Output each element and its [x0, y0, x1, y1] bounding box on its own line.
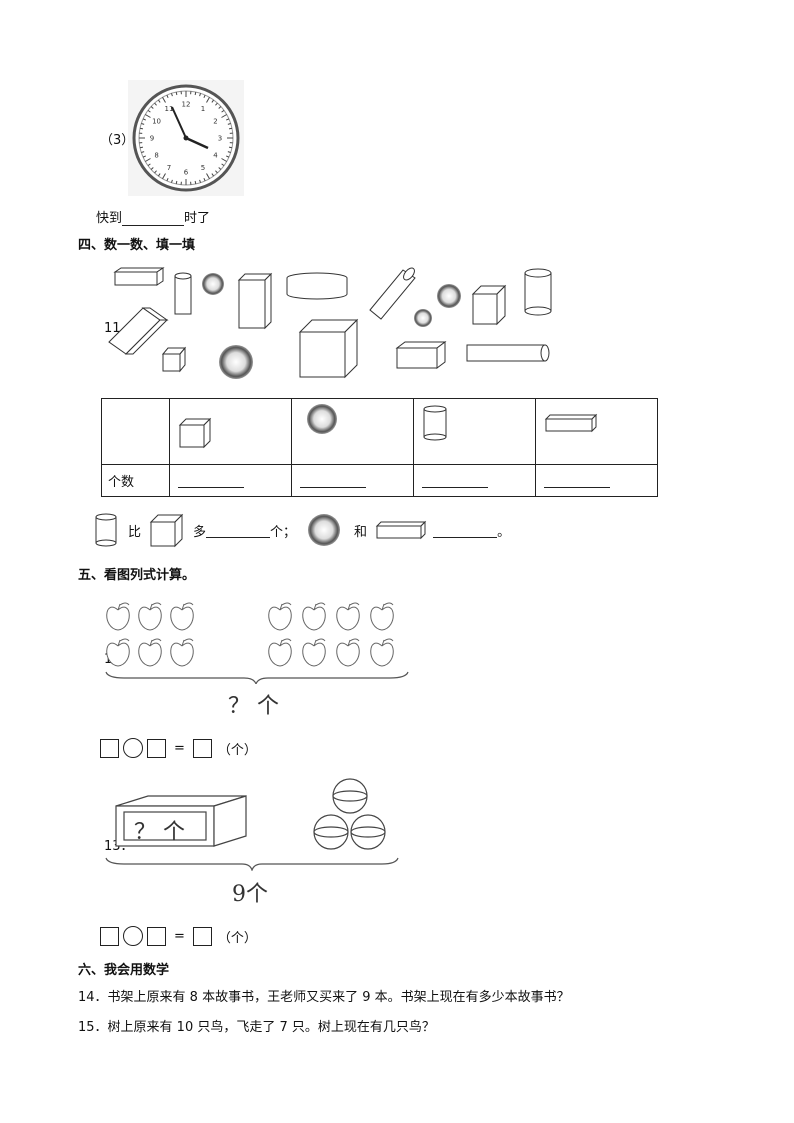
table-count-row: 个数	[101, 464, 658, 497]
table-corner-cell	[101, 398, 170, 465]
q14-text: 14．书架上原来有 8 本故事书，王老师又买来了 9 本。书架上现在有多少本故事…	[78, 990, 570, 1005]
q12-unit: （个）	[217, 742, 257, 758]
compare-unit-text: 个；	[270, 524, 297, 540]
q13-operator-circle[interactable]	[123, 926, 143, 946]
apple-icon	[138, 638, 162, 667]
count-sphere-blank[interactable]	[300, 473, 366, 488]
q13-box-2[interactable]	[147, 926, 166, 946]
clock-number: 10	[152, 118, 161, 126]
section5-title: 五、看图列式计算。	[78, 568, 196, 583]
q13-unit: （个）	[217, 930, 257, 946]
count-sphere-cell	[291, 464, 414, 497]
clock-number: 8	[154, 152, 158, 160]
table-row-label: 个数	[101, 464, 170, 497]
q3-prompt-before: 快到	[96, 211, 123, 226]
cube-icon	[149, 513, 184, 548]
compare-end-text: 。	[497, 524, 511, 540]
q13-box-1[interactable]	[100, 926, 119, 946]
table-cuboid-cell	[535, 398, 658, 465]
apple-icon	[370, 602, 394, 631]
box-balls-picture	[105, 778, 399, 871]
q3-label: （3）	[100, 133, 135, 148]
clock-number: 9	[150, 135, 154, 143]
clock-number: 3	[218, 135, 222, 143]
clock-number: 11	[165, 105, 174, 113]
q13-equals: =	[174, 928, 185, 944]
table-cylinder-cell	[413, 398, 536, 465]
apple-icon	[268, 602, 292, 631]
section4-title: 四、数一数、填一填	[78, 238, 196, 253]
q12-operator-circle[interactable]	[123, 738, 143, 758]
clock-image: 12 12 3 45 6 7 8 9 10 11	[128, 80, 244, 196]
apple-icon	[336, 638, 360, 667]
table-cube-cell	[169, 398, 292, 465]
compare-more-blank[interactable]	[206, 523, 271, 538]
count-cuboid-blank[interactable]	[544, 473, 610, 488]
section6-title: 六、我会用数学	[78, 963, 170, 978]
clock-number: 1	[201, 105, 205, 113]
clock-number: 6	[184, 169, 189, 177]
clock-number: 4	[213, 152, 218, 160]
apple-icon	[106, 638, 130, 667]
q13-equation: = （个）	[100, 926, 257, 946]
q15-text: 15．树上原来有 10 只鸟，飞走了 7 只。树上现在有几只鸟？	[78, 1020, 435, 1035]
apple-icon	[170, 638, 194, 667]
compare-than-text: 比	[128, 524, 142, 540]
cylinder-icon	[423, 405, 447, 441]
apple-icon	[106, 602, 130, 631]
q12-question-text: ？ 个	[228, 694, 279, 719]
count-cube-cell	[169, 464, 292, 497]
count-cylinder-blank[interactable]	[422, 473, 488, 488]
apple-icon	[302, 638, 326, 667]
cylinder-icon	[95, 513, 117, 547]
cuboid-icon	[375, 520, 427, 540]
sphere-icon	[308, 514, 341, 546]
q3-prompt: 快到 时了	[96, 207, 210, 226]
apple-icon	[336, 602, 360, 631]
table-sphere-cell	[291, 398, 414, 465]
count-table: 个数	[101, 398, 658, 497]
clock-number: 7	[167, 164, 171, 172]
cube-icon	[178, 417, 212, 449]
count-cube-blank[interactable]	[178, 473, 244, 488]
clock-number: 12	[182, 101, 191, 109]
q3-prompt-after: 时了	[184, 211, 211, 226]
sphere-icon	[307, 404, 337, 434]
count-cuboid-cell	[535, 464, 658, 497]
cuboid-icon	[544, 413, 598, 433]
q12-box-result[interactable]	[192, 738, 212, 758]
solids-picture	[108, 267, 552, 379]
q12-box-2[interactable]	[147, 738, 166, 758]
clock-number: 5	[201, 164, 205, 172]
q12-box-1[interactable]	[100, 738, 119, 758]
q3-answer-blank[interactable]	[122, 211, 185, 226]
compare-and-text: 和	[354, 524, 368, 540]
apple-icon	[302, 602, 326, 631]
compare-line: 比 多 个； 和 。	[94, 512, 510, 548]
clock-number: 2	[213, 118, 217, 126]
apple-icon	[138, 602, 162, 631]
compare-and-blank[interactable]	[433, 523, 498, 538]
apple-icon	[268, 638, 292, 667]
apples-picture	[105, 602, 409, 684]
q12-equals: =	[174, 740, 185, 756]
apple-icon	[170, 602, 194, 631]
q12-equation: = （个）	[100, 738, 257, 758]
q13-total-text: 9个	[232, 882, 268, 907]
count-cylinder-cell	[413, 464, 536, 497]
q13-box-result[interactable]	[192, 926, 212, 946]
apple-icon	[370, 638, 394, 667]
table-icon-row	[101, 398, 658, 465]
compare-more-text: 多	[193, 524, 207, 540]
q13-box-text: ？ 个	[134, 820, 185, 845]
